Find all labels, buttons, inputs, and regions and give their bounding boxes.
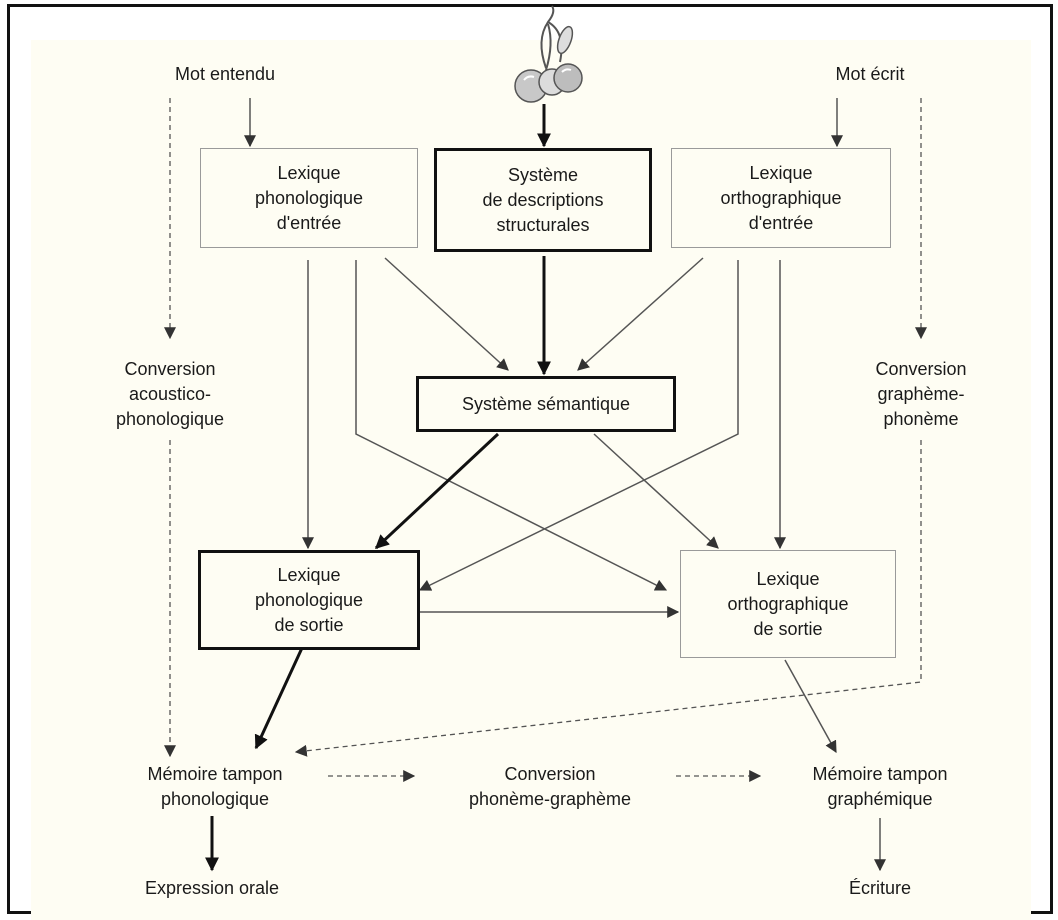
written-word-label: Mot écrit (835, 64, 905, 84)
phon-output-lexicon-box: Lexique phonologique de sortie (198, 550, 420, 650)
heard-word-label: Mot entendu (174, 64, 276, 84)
grapheme-phoneme-conversion-label: Conversion graphème- phonème (831, 357, 1011, 432)
structural-descriptions-box: Système de descriptions structurales (434, 148, 652, 252)
arrow-phon-output-to-phon-buffer (254, 647, 304, 750)
arrow-semantic-to-phon-output (374, 432, 500, 550)
arrow-phon-input-to-ortho-output (355, 260, 668, 591)
oral-expression-label: Expression orale (144, 878, 280, 898)
graphemic-buffer-label: Mémoire tampon graphémique (812, 764, 948, 809)
semantic-system-box: Système sémantique (416, 376, 676, 432)
cherries-icon (514, 5, 583, 103)
ortho-input-lexicon-box: Lexique orthographique d'entrée (671, 148, 891, 248)
arrow-phon-input-to-semantic (384, 257, 509, 371)
writing-label: Écriture (848, 878, 911, 898)
arrow-ortho-input-to-phon-output (418, 260, 739, 591)
arrow-ortho-output-to-graph-buffer (784, 659, 837, 754)
acoustic-phonological-conversion-label: Conversion acoustico- phonologique (80, 357, 260, 432)
dashed-grapheme-to-phon-buffer (294, 440, 922, 757)
phoneme-grapheme-conversion-label: Conversion phonème-graphème (468, 764, 632, 809)
phon-input-lexicon-box: Lexique phonologique d'entrée (200, 148, 418, 248)
ortho-output-lexicon-box: Lexique orthographique de sortie (680, 550, 896, 658)
arrow-ortho-input-to-semantic (577, 257, 704, 371)
phonological-buffer-label: Mémoire tampon phonologique (147, 764, 283, 809)
arrow-semantic-to-ortho-output (593, 433, 719, 549)
